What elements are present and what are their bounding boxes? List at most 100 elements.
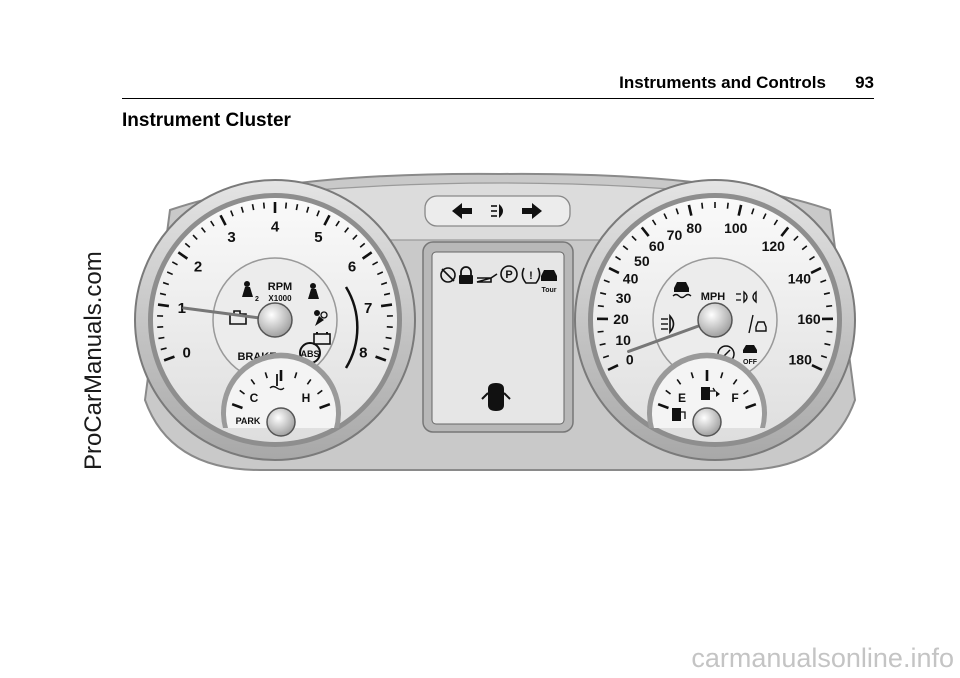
tachometer-tick-label: 5 bbox=[314, 229, 322, 246]
fuel-tick bbox=[665, 389, 671, 395]
tachometer-tick bbox=[192, 234, 198, 240]
bottom-watermark: carmanualsonline.info bbox=[691, 643, 954, 673]
tachometer-tick bbox=[344, 227, 350, 233]
speedometer-tick bbox=[801, 245, 808, 251]
tachometer-tick bbox=[335, 220, 340, 227]
fuel-pump-icon bbox=[701, 387, 720, 400]
fuel-full-label: F bbox=[731, 391, 738, 405]
tachometer-hub bbox=[257, 302, 293, 338]
speedometer-tick-label: 20 bbox=[613, 311, 629, 327]
speedometer-tick-label: 10 bbox=[615, 332, 631, 348]
side-watermark: ProCarManuals.com bbox=[80, 251, 107, 470]
stability-control-icon bbox=[672, 282, 692, 299]
speedometer-tick bbox=[811, 364, 823, 372]
temperature-tick bbox=[319, 402, 331, 410]
speedometer-tick-label: 30 bbox=[616, 290, 632, 306]
tachometer-tick bbox=[163, 355, 175, 362]
turn-right-arrow-icon bbox=[522, 203, 542, 219]
fuel-empty-label: E bbox=[678, 391, 686, 405]
temperature-tick bbox=[294, 372, 298, 379]
tachometer-tick bbox=[306, 206, 310, 213]
headlamp-on-icon bbox=[736, 290, 757, 304]
passenger-seatbelt-icon bbox=[308, 283, 319, 299]
fuel-tick-marks bbox=[657, 370, 757, 410]
rpm-multiplier-label: X1000 bbox=[268, 294, 292, 303]
traction-off-icon bbox=[440, 267, 456, 283]
fuel-hub bbox=[692, 407, 722, 437]
security-lock-icon bbox=[459, 266, 473, 284]
tachometer-tick bbox=[159, 292, 167, 296]
speedometer-tick bbox=[631, 235, 637, 241]
temperature-gauge: C H PARK bbox=[221, 352, 341, 437]
speedometer-tick-label: 80 bbox=[686, 220, 702, 236]
section-title: Instrument Cluster bbox=[122, 110, 291, 131]
tachometer-tick-label: 8 bbox=[359, 344, 367, 361]
tachometer-tick bbox=[200, 227, 206, 233]
tachometer-tick-label: 1 bbox=[178, 300, 186, 317]
speedometer-tick bbox=[823, 292, 831, 295]
tachometer-tick bbox=[166, 271, 174, 276]
tachometer-tick bbox=[295, 204, 299, 211]
park-indicator-label: PARK bbox=[236, 416, 261, 426]
speedometer-tick bbox=[826, 304, 833, 308]
speedometer-tick bbox=[599, 292, 607, 295]
speedometer-tick-label: 100 bbox=[724, 220, 748, 236]
coolant-temp-icon bbox=[269, 374, 285, 391]
low-fuel-icon bbox=[672, 408, 686, 421]
door-ajar-icon bbox=[481, 383, 511, 411]
speedometer-tick bbox=[599, 342, 606, 346]
speedometer-tick bbox=[726, 202, 729, 209]
temperature-hub bbox=[266, 407, 296, 437]
speedometer-tick bbox=[820, 354, 828, 359]
temperature-tick bbox=[317, 389, 323, 395]
tachometer-tick bbox=[240, 206, 244, 213]
fuel-tick bbox=[732, 378, 738, 385]
speedometer-tick-label: 140 bbox=[788, 271, 812, 287]
speedometer-tick bbox=[751, 208, 755, 215]
fuel-tick bbox=[657, 402, 669, 410]
seat-belt-icon: 2 bbox=[242, 281, 259, 303]
tachometer-tick bbox=[210, 220, 215, 227]
speedometer-tick bbox=[663, 213, 668, 220]
tachometer-tick bbox=[380, 303, 393, 308]
tachometer-tick-label: 6 bbox=[348, 258, 356, 275]
tachometer-tick-label: 0 bbox=[182, 344, 190, 361]
tachometer-tick bbox=[157, 303, 170, 308]
tachometer-tick-label: 7 bbox=[364, 300, 372, 317]
tachometer-tick bbox=[323, 214, 331, 226]
speedometer-tick bbox=[622, 245, 629, 251]
speedometer-tick bbox=[675, 208, 679, 215]
tachometer-tick-marks bbox=[157, 202, 393, 362]
speedometer-tick-label: 160 bbox=[797, 311, 821, 327]
speedometer-tick-label: 120 bbox=[762, 238, 786, 254]
tachometer-tick bbox=[284, 202, 288, 209]
tachometer-tick bbox=[375, 355, 387, 362]
tachometer-tick bbox=[352, 234, 358, 240]
tachometer-tick bbox=[171, 261, 178, 266]
temperature-tick bbox=[306, 378, 312, 385]
speedometer-tick-marks bbox=[596, 202, 834, 372]
temperature-tick bbox=[239, 389, 245, 395]
rpm-label: RPM bbox=[268, 281, 292, 293]
fuel-tick bbox=[743, 389, 749, 395]
speedometer-tick bbox=[701, 202, 704, 209]
svg-text:!: ! bbox=[529, 270, 533, 282]
tachometer-tick bbox=[230, 210, 234, 217]
speedometer-tick bbox=[597, 304, 604, 308]
park-brake-icon: P bbox=[500, 265, 518, 283]
speedometer-tick bbox=[824, 342, 831, 346]
oil-pressure-icon bbox=[476, 273, 498, 283]
speedometer-tick bbox=[737, 204, 743, 216]
speedometer-tick bbox=[651, 219, 657, 226]
fuel-gauge: E F bbox=[647, 352, 767, 437]
tachometer-tick bbox=[162, 281, 170, 286]
page-header: Instruments and Controls 93 bbox=[122, 72, 874, 99]
speedometer-tick-label: 40 bbox=[623, 271, 639, 287]
speedometer-hub bbox=[697, 302, 733, 338]
speedometer-tick bbox=[780, 226, 790, 237]
speedometer-tick bbox=[603, 279, 610, 283]
lane-departure-icon bbox=[748, 314, 767, 334]
svg-text:2: 2 bbox=[255, 296, 259, 303]
